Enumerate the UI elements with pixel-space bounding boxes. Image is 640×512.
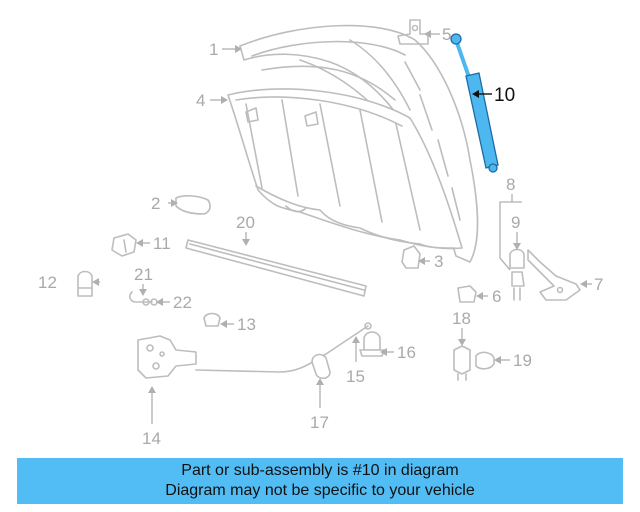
- part-19: [475, 351, 495, 370]
- callout-21: 21: [134, 265, 153, 284]
- part-16: [359, 331, 385, 357]
- part-13: [203, 312, 221, 327]
- callout-19: 19: [513, 351, 532, 370]
- callout-8: 8: [506, 175, 515, 194]
- callout-labels: 1 2 3 4 5 6 7 8 9 10 11 12 13 14 15 16 1…: [38, 25, 603, 448]
- part-7-hinge: [527, 249, 581, 301]
- part-6: [457, 285, 477, 303]
- callout-15: 15: [346, 367, 365, 386]
- callout-6: 6: [492, 287, 501, 306]
- hood-latch: [137, 335, 197, 379]
- release-cable: [195, 322, 372, 373]
- callout-13: 13: [237, 315, 256, 334]
- callout-22: 22: [173, 293, 192, 312]
- hood-lift-support-strut: [450, 33, 499, 173]
- part-21-22-clip: [129, 291, 158, 306]
- callout-20: 20: [236, 213, 255, 232]
- hood-inner-panel: [227, 88, 463, 250]
- diagram-notice-banner: Part or sub-assembly is #10 in diagram D…: [17, 458, 623, 504]
- callout-4: 4: [196, 91, 205, 110]
- notice-line-part: Part or sub-assembly is #10 in diagram: [181, 462, 459, 479]
- notice-line-disclaimer: Diagram may not be specific to your vehi…: [165, 482, 475, 499]
- leaders: [92, 30, 592, 424]
- part-3: [401, 245, 421, 269]
- callout-14: 14: [142, 429, 161, 448]
- part-2: [175, 195, 211, 215]
- callout-9: 9: [511, 213, 520, 232]
- hood-seal: [185, 239, 367, 297]
- parts-diagram: 1 2 3 4 5 6 7 8 9 10 11 12 13 14 15 16 1…: [38, 19, 603, 448]
- callout-5: 5: [442, 25, 451, 44]
- hood-outer-panel: [239, 24, 479, 263]
- part-18: [453, 345, 471, 381]
- part-11: [111, 233, 137, 257]
- hood-bracket: [397, 19, 429, 45]
- callout-16: 16: [397, 343, 416, 362]
- callout-3: 3: [434, 252, 443, 271]
- callout-10: 10: [494, 85, 515, 106]
- callout-2: 2: [151, 194, 160, 213]
- callout-1: 1: [209, 40, 218, 59]
- callout-11: 11: [153, 234, 171, 253]
- callout-7: 7: [594, 275, 603, 294]
- callout-17: 17: [310, 413, 329, 432]
- callout-18: 18: [452, 309, 471, 328]
- part-9-bolt: [509, 248, 525, 301]
- callout-12: 12: [38, 273, 57, 292]
- part-12: [77, 270, 93, 297]
- part-17-clip: [311, 353, 331, 380]
